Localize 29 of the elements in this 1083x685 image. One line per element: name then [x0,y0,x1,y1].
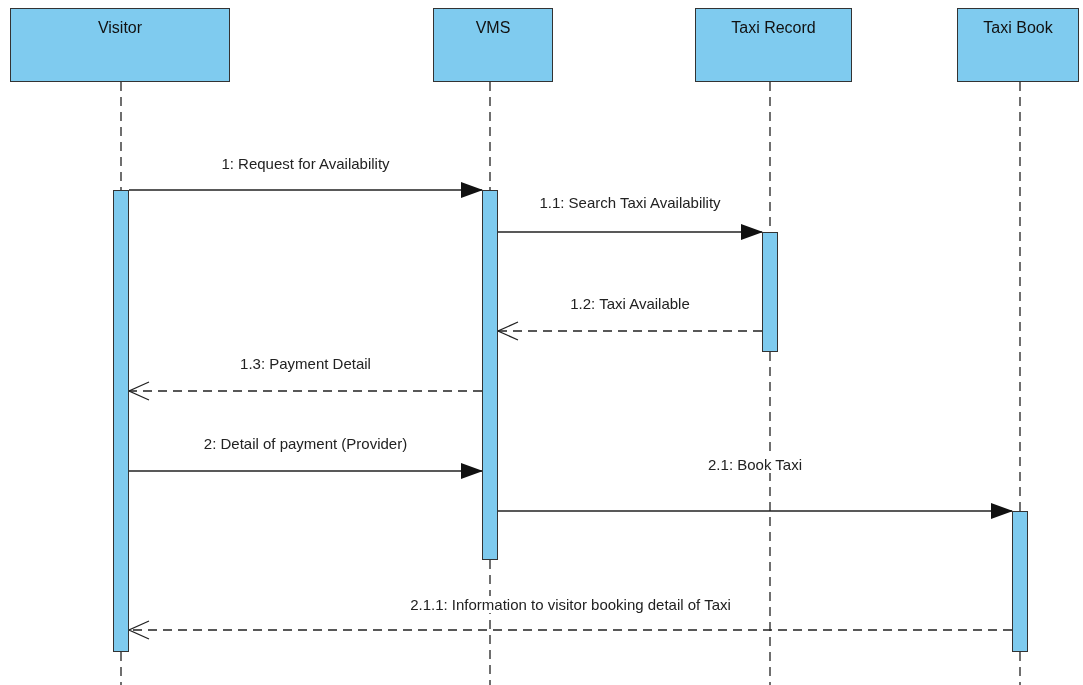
message-label: 1: Request for Availability [219,155,392,172]
activation-bar [1012,511,1028,652]
message-label: 1.1: Search Taxi Availability [537,194,723,211]
activation-bar [482,190,498,560]
message-arrow [497,224,763,240]
message-label: 2: Detail of payment (Provider) [201,435,410,452]
lifeline-name: Visitor [97,19,143,37]
lifeline-name: VMS [475,19,511,37]
message-label: 1.2: Taxi Available [568,295,692,312]
message-arrow [128,620,1013,640]
activation-bar [762,232,778,352]
message-label: 2.1: Book Taxi [706,456,804,473]
lifeline-name: Taxi Book [983,19,1053,37]
message-arrow [497,321,763,341]
lifeline-head [695,8,852,82]
message-arrow [497,503,1013,519]
message-label: 1.3: Payment Detail [238,355,373,372]
lifeline [1019,81,1021,512]
lifeline-head [10,8,230,82]
lifeline [489,81,491,191]
message-label: 2.1.1: Information to visitor booking detail of Taxi [408,596,733,613]
lifeline-head [957,8,1079,82]
lifeline-name: Taxi Record [731,19,816,37]
lifeline-head [433,8,553,82]
activation-bar [113,190,129,652]
message-arrow [128,463,483,479]
message-arrow [128,182,483,198]
lifeline [120,81,122,191]
message-arrow [128,381,483,401]
